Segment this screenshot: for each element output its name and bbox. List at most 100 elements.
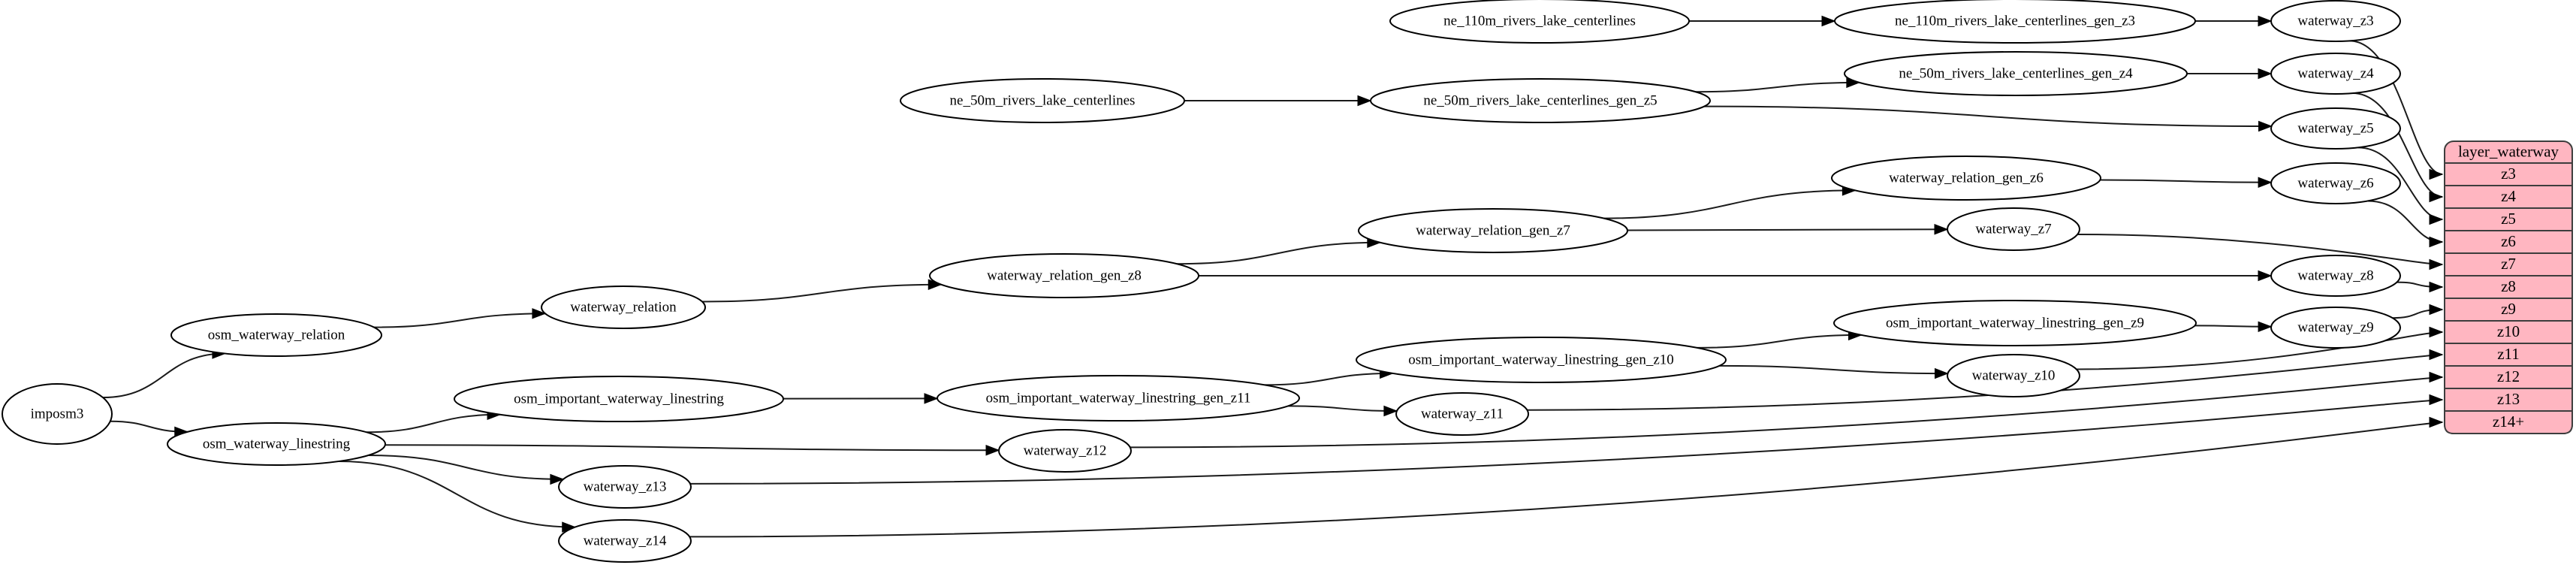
node-waterway_z5[interactable]: waterway_z5 (2270, 107, 2401, 150)
node-waterway_z14[interactable]: waterway_z14 (558, 519, 692, 563)
edge-osm_important_waterway_linestring_gen_z9-to-waterway_z9 (2194, 321, 2273, 333)
node-imposm3[interactable]: imposm3 (2, 383, 113, 445)
node-ne_110m_rivers_lake_centerlines[interactable]: ne_110m_rivers_lake_centerlines (1389, 0, 1690, 44)
edge-waterway_relation_gen_z6-to-waterway_z6 (2100, 177, 2273, 189)
node-osm_waterway_linestring[interactable]: osm_waterway_linestring (167, 422, 386, 466)
node-label: waterway_z12 (1024, 443, 1107, 458)
node-shape (900, 78, 1185, 123)
edge-line (702, 283, 942, 303)
layer-table-row-z14+[interactable]: z14+ (2444, 410, 2573, 434)
layer-table-cell (2444, 185, 2573, 209)
edge-line (2076, 331, 2443, 370)
node-label: ne_50m_rivers_lake_centerlines (950, 92, 1136, 108)
layer-table-row-z10[interactable]: z10 (2444, 320, 2573, 344)
layer-table-title: layer_waterway (2458, 142, 2559, 160)
edge-osm_waterway_linestring-to-waterway_z14 (338, 460, 577, 533)
node-waterway_relation_gen_z7[interactable]: waterway_relation_gen_z7 (1358, 208, 1628, 253)
edge-waterway_z12-to-layer_waterway-z12 (1130, 371, 2444, 449)
edge-waterway_z11-to-layer_waterway-z11 (1527, 349, 2444, 411)
node-ne_50m_rivers_lake_centerlines[interactable]: ne_50m_rivers_lake_centerlines (900, 78, 1185, 123)
edge-osm_important_waterway_linestring_gen_z10-to-waterway_z10 (1719, 364, 1949, 379)
layer-table-row-z9[interactable]: z9 (2444, 298, 2573, 322)
node-label: osm_waterway_relation (208, 327, 345, 343)
node-shape (167, 422, 386, 466)
node-shape (1356, 337, 1727, 383)
node-osm_important_waterway_linestring[interactable]: osm_important_waterway_linestring (454, 376, 784, 422)
node-shape (170, 313, 382, 357)
node-ne_50m_rivers_lake_centerlines_gen_z4[interactable]: ne_50m_rivers_lake_centerlines_gen_z4 (1844, 51, 2188, 96)
edge-line (2077, 234, 2443, 265)
node-waterway_z11[interactable]: waterway_z11 (1395, 392, 1529, 436)
node-shape (2, 383, 113, 445)
node-label: osm_important_waterway_linestring (514, 391, 724, 406)
edge-waterway_z10-to-layer_waterway-z10 (2076, 326, 2444, 370)
node-osm_important_waterway_linestring_gen_z10[interactable]: osm_important_waterway_linestring_gen_z1… (1356, 337, 1727, 383)
edge-line (2349, 40, 2443, 175)
node-waterway_z8[interactable]: waterway_z8 (2270, 255, 2401, 297)
node-label: waterway_relation_gen_z6 (1889, 170, 2044, 186)
node-osm_important_waterway_linestring_gen_z9[interactable]: osm_important_waterway_linestring_gen_z9 (1833, 300, 2197, 346)
node-waterway_z12[interactable]: waterway_z12 (998, 429, 1132, 473)
node-osm_important_waterway_linestring_gen_z11[interactable]: osm_important_waterway_linestring_gen_z1… (937, 375, 1300, 421)
edge-line (1627, 228, 1948, 231)
edge-waterway_z3-to-layer_waterway-z3 (2349, 40, 2444, 180)
layer-table-cell-label: z14+ (2493, 412, 2524, 431)
edge-line (373, 313, 545, 328)
node-waterway_z6[interactable]: waterway_z6 (2270, 162, 2401, 204)
node-waterway_relation_gen_z8[interactable]: waterway_relation_gen_z8 (929, 253, 1199, 298)
node-waterway_z3[interactable]: waterway_z3 (2270, 0, 2401, 42)
edge-line (338, 460, 575, 528)
node-waterway_z13[interactable]: waterway_z13 (558, 465, 692, 509)
edge-line (2100, 179, 2272, 183)
edge-waterway_z9-to-layer_waterway-z9 (2392, 304, 2444, 319)
edge-waterway_z13-to-layer_waterway-z13 (690, 394, 2444, 485)
layer-table-cell (2444, 388, 2573, 412)
edge-line (1130, 376, 2443, 449)
layer-table-cell (2444, 320, 2573, 344)
node-label: waterway_z9 (2297, 319, 2373, 335)
edge-line (1697, 334, 1862, 349)
edge-line (1695, 81, 1860, 93)
node-shape (929, 253, 1199, 298)
edge-line (690, 399, 2443, 485)
edge-waterway_relation_gen_z7-to-waterway_relation_gen_z6 (1603, 185, 1857, 219)
node-shape (1358, 208, 1628, 253)
layer-table-cell (2444, 410, 2573, 434)
edge-line (103, 352, 225, 399)
layer-table-row-z11[interactable]: z11 (2444, 343, 2573, 367)
layer-table-row-z13[interactable]: z13 (2444, 388, 2573, 412)
node-ne_110m_rivers_lake_centerlines_gen_z3[interactable]: ne_110m_rivers_lake_centerlines_gen_z3 (1834, 0, 2196, 44)
node-waterway_relation[interactable]: waterway_relation (541, 286, 706, 329)
layer-table-cell-label: z5 (2501, 210, 2516, 228)
edge-ne_50m_rivers_lake_centerlines_gen_z5-to-ne_50m_rivers_lake_centerlines_gen_z4 (1695, 77, 1861, 93)
layer-table-row-z7[interactable]: z7 (2444, 252, 2573, 276)
node-waterway_z10[interactable]: waterway_z10 (1947, 354, 2080, 397)
node-osm_waterway_relation[interactable]: osm_waterway_relation (170, 313, 382, 357)
edge-waterway_z5-to-layer_waterway-z5 (2357, 147, 2444, 225)
node-shape (1834, 0, 2196, 44)
layer-table-cell-label: z13 (2497, 390, 2520, 408)
node-shape (937, 375, 1300, 421)
node-label: waterway_z3 (2297, 13, 2373, 29)
layer-table-cell-label: z3 (2501, 165, 2516, 183)
layer-table-cell (2444, 275, 2573, 299)
layer-table-row-z12[interactable]: z12 (2444, 365, 2573, 389)
layer-table-cell-label: z8 (2501, 277, 2516, 295)
edge-osm_important_waterway_linestring_gen_z11-to-waterway_z11 (1288, 405, 1398, 417)
layer-table-row-z5[interactable]: z5 (2444, 207, 2573, 231)
node-waterway_z9[interactable]: waterway_z9 (2270, 307, 2401, 349)
node-waterway_relation_gen_z6[interactable]: waterway_relation_gen_z6 (1831, 156, 2101, 201)
edge-line (2352, 92, 2443, 198)
node-waterway_z7[interactable]: waterway_z7 (1947, 207, 2080, 251)
layer-table-row-z3[interactable]: z3 (2444, 162, 2573, 186)
layer-table-row-z8[interactable]: z8 (2444, 275, 2573, 299)
layer-table-row-z6[interactable]: z6 (2444, 230, 2573, 254)
node-label: osm_important_waterway_linestring_gen_z1… (986, 390, 1251, 406)
node-shape (2270, 307, 2401, 349)
edge-osm_waterway_linestring-to-waterway_z13 (368, 455, 565, 485)
node-ne_50m_rivers_lake_centerlines_gen_z5[interactable]: ne_50m_rivers_lake_centerlines_gen_z5 (1370, 78, 1711, 123)
layer-table-row-z4[interactable]: z4 (2444, 185, 2573, 209)
edge-osm_important_waterway_linestring-to-osm_important_waterway_linestring_gen_z11 (783, 393, 939, 404)
node-waterway_z4[interactable]: waterway_z4 (2270, 53, 2401, 95)
